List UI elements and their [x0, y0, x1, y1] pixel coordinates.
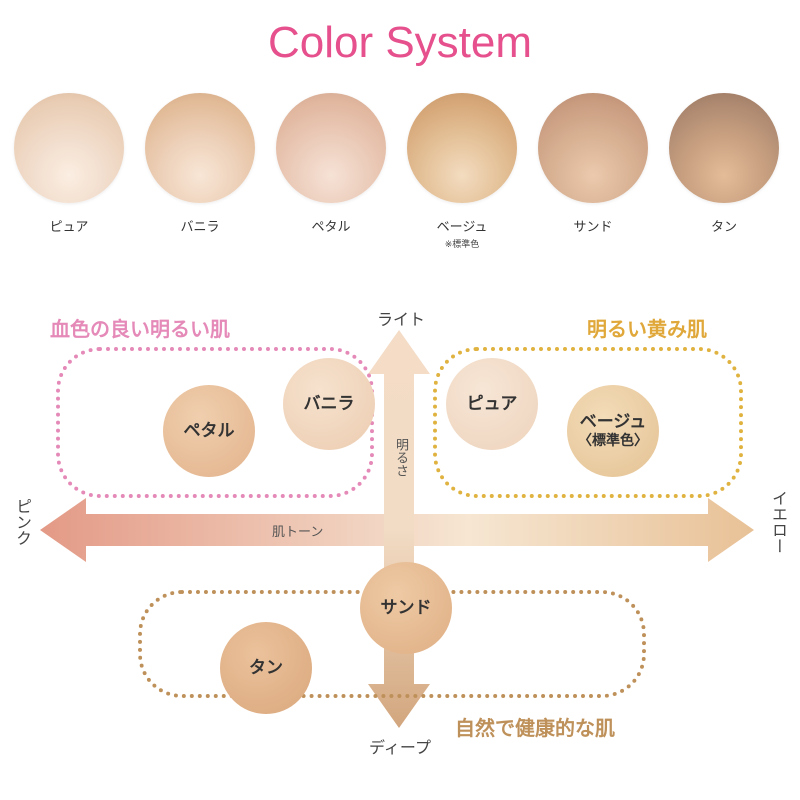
axis-name-vertical: 明るさ — [393, 438, 408, 477]
vertical-arrow — [368, 330, 430, 728]
bubble-petal: ペタル — [163, 385, 255, 477]
swatch-label-vanilla: バニラ — [180, 220, 220, 235]
swatch-vanilla — [145, 93, 255, 203]
axis-label-left: ピンク — [13, 498, 32, 546]
swatch-label-pure: ピュア — [49, 220, 89, 235]
swatch-sand — [538, 93, 648, 203]
swatch-label-petal: ペタル — [311, 220, 351, 235]
axis-label-right: イエロー — [769, 490, 788, 554]
bubble-label-petal: ペタル — [183, 420, 235, 441]
bubble-label-tan: タン — [249, 657, 283, 678]
axis-label-top: ライト — [376, 310, 425, 329]
bubble-label-sand: サンド — [380, 597, 432, 618]
page-title: Color System — [267, 18, 533, 67]
bubble-sublabel-beige: 〈標準色〉 — [578, 432, 648, 449]
group-title-deep: 自然で健康的な肌 — [455, 716, 615, 740]
group-title-pink: 血色の良い明るい肌 — [50, 317, 230, 341]
bubble-label-vanilla: バニラ — [303, 393, 355, 414]
axis-name-horizontal: 肌トーン — [272, 525, 324, 540]
swatch-petal — [276, 93, 386, 203]
swatch-tan — [669, 93, 779, 203]
bubble-label-pure: ピュア — [466, 393, 518, 414]
swatch-beige — [407, 93, 517, 203]
bubble-beige: ベージュ 〈標準色〉 — [567, 385, 659, 477]
bubble-pure: ピュア — [446, 358, 538, 450]
swatch-label-beige: ベージュ — [436, 220, 488, 235]
swatch-pure — [14, 93, 124, 203]
group-title-yellow: 明るい黄み肌 — [587, 317, 707, 341]
swatch-note-beige: ※標準色 — [444, 240, 480, 250]
group-box-yellow — [433, 347, 743, 498]
bubble-tan: タン — [220, 622, 312, 714]
bubble-label-beige: ベージュ — [579, 412, 647, 433]
bubble-vanilla: バニラ — [283, 358, 375, 450]
group-box-pink — [56, 347, 374, 498]
bubble-sand: サンド — [360, 562, 452, 654]
swatch-label-tan: タン — [710, 220, 737, 235]
axis-label-bottom: ディープ — [369, 738, 431, 757]
swatch-label-sand: サンド — [573, 220, 613, 235]
